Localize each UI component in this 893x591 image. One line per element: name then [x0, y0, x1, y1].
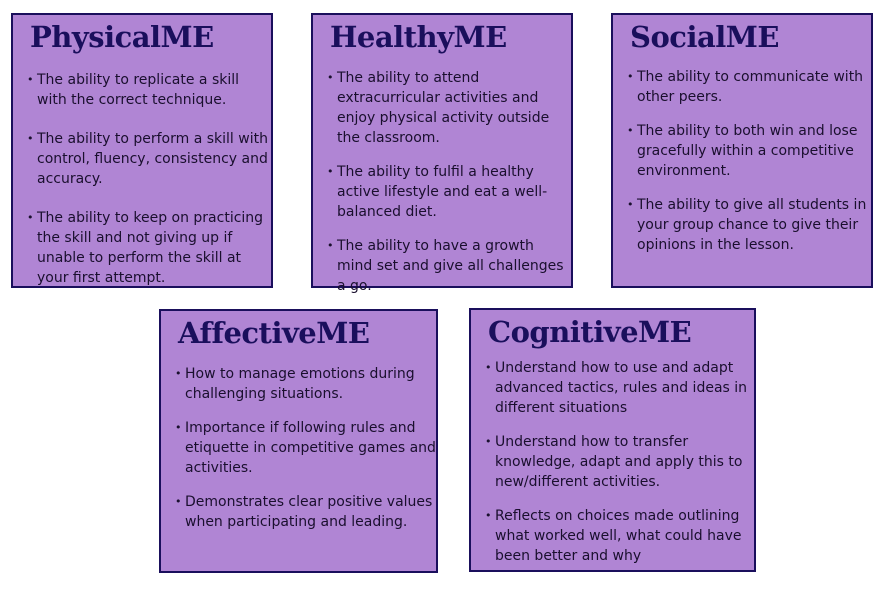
list-item: •The ability to replicate a skill with t… — [27, 70, 271, 110]
bullet-icon: • — [627, 70, 634, 83]
card-healthy-me: HealthyME •The ability to attend extracu… — [311, 13, 573, 294]
bullet-icon: • — [27, 211, 34, 224]
list-item: •Demonstrates clear positive values when… — [175, 492, 436, 532]
list-item: •The ability to perform a skill with con… — [27, 129, 271, 189]
list-item: •The ability to communicate with other p… — [627, 67, 871, 107]
list-item-text: The ability to replicate a skill with th… — [37, 72, 240, 108]
card-item-list: •The ability to attend extracurricular a… — [327, 68, 571, 310]
bullet-icon: • — [27, 73, 34, 86]
list-item: •Reflects on choices made outlining what… — [485, 506, 754, 566]
list-item-text: The ability to communicate with other pe… — [637, 69, 864, 105]
list-item-text: Reflects on choices made outlining what … — [495, 508, 742, 564]
card-cognitive-me: CognitiveME •Understand how to use and a… — [469, 308, 756, 572]
list-item-text: Demonstrates clear positive values when … — [185, 494, 433, 530]
card-title: HealthyME — [330, 20, 507, 54]
list-item: •Understand how to use and adapt advance… — [485, 358, 754, 418]
list-item-text: The ability to fulfil a healthy active l… — [337, 164, 548, 220]
bullet-icon: • — [485, 361, 492, 374]
list-item-text: Importance if following rules and etique… — [185, 420, 436, 476]
bullet-icon: • — [627, 198, 634, 211]
card-title: CognitiveME — [488, 315, 692, 349]
card-title: AffectiveME — [178, 316, 370, 350]
list-item-text: Understand how to use and adapt advanced… — [495, 360, 748, 416]
card-item-list: •Understand how to use and adapt advance… — [485, 358, 754, 580]
list-item: •The ability to have a growth mind set a… — [327, 236, 571, 296]
list-item-text: How to manage emotions during challengin… — [185, 366, 415, 402]
list-item-text: The ability to perform a skill with cont… — [37, 131, 268, 187]
list-item: •The ability to fulfil a healthy active … — [327, 162, 571, 222]
card-item-list: •The ability to replicate a skill with t… — [27, 70, 271, 307]
list-item: •The ability to both win and lose gracef… — [627, 121, 871, 181]
card-item-list: •The ability to communicate with other p… — [627, 67, 871, 269]
list-item: •Importance if following rules and etiqu… — [175, 418, 436, 478]
list-item: •The ability to give all students in you… — [627, 195, 871, 255]
card-social-me: SocialME •The ability to communicate wit… — [611, 13, 873, 288]
card-item-list: •How to manage emotions during challengi… — [175, 364, 436, 546]
card-affective-me: AffectiveME •How to manage emotions duri… — [159, 309, 438, 573]
list-item: •Understand how to transfer knowledge, a… — [485, 432, 754, 492]
bullet-icon: • — [485, 509, 492, 522]
list-item-text: The ability to keep on practicing the sk… — [37, 210, 264, 286]
list-item-text: The ability to have a growth mind set an… — [337, 238, 564, 294]
list-item: •How to manage emotions during challengi… — [175, 364, 436, 404]
list-item: •The ability to attend extracurricular a… — [327, 68, 571, 148]
list-item-text: The ability to attend extracurricular ac… — [337, 70, 550, 146]
bullet-icon: • — [485, 435, 492, 448]
card-title: PhysicalME — [30, 20, 214, 54]
bullet-icon: • — [327, 71, 334, 84]
list-item: •The ability to keep on practicing the s… — [27, 208, 271, 288]
bullet-icon: • — [627, 124, 634, 137]
list-item-text: Understand how to transfer knowledge, ad… — [495, 434, 743, 490]
card-title: SocialME — [630, 20, 779, 54]
bullet-icon: • — [327, 165, 334, 178]
list-item-text: The ability to both win and lose gracefu… — [637, 123, 858, 179]
bullet-icon: • — [175, 421, 182, 434]
bullet-icon: • — [175, 367, 182, 380]
bullet-icon: • — [327, 239, 334, 252]
card-physical-me: PhysicalME •The ability to replicate a s… — [11, 13, 273, 288]
bullet-icon: • — [27, 132, 34, 145]
list-item-text: The ability to give all students in your… — [637, 197, 867, 253]
bullet-icon: • — [175, 495, 182, 508]
